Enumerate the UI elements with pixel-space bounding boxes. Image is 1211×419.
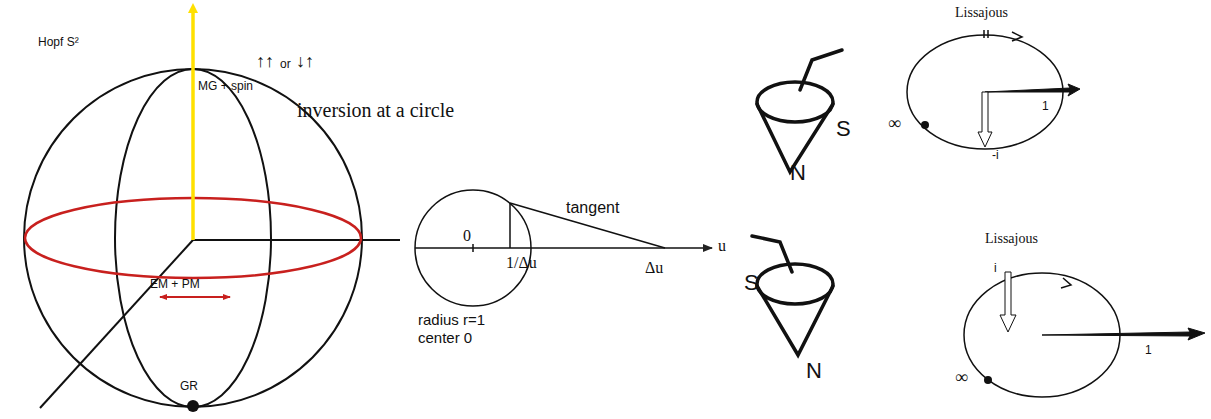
lissajous-figure (907, 30, 1205, 397)
pole-label: S (836, 118, 851, 140)
note-label: center 0 (418, 330, 472, 345)
value-label: i (994, 262, 997, 274)
line-label: tangent (566, 200, 619, 216)
value-label: 1 (1042, 100, 1049, 112)
figure-title: Lissajous (985, 232, 1038, 246)
hopf-sphere (24, 8, 400, 412)
value-label: -i (992, 149, 999, 161)
axis-label: GR (180, 380, 198, 392)
figure-title: Lissajous (955, 6, 1008, 20)
value-label: ∞ (888, 114, 901, 132)
point-label: Δu (645, 260, 663, 276)
point-label: 1/Δu (506, 255, 537, 271)
spin-symbol: ↑↑ (256, 52, 274, 70)
axis-label: u (718, 238, 726, 254)
value-label: ∞ (955, 368, 968, 386)
value-label: 1 (1145, 344, 1152, 356)
spin-top (752, 50, 842, 355)
axis-label: MG + spin (198, 80, 253, 92)
pole-label: N (790, 162, 806, 184)
spin-symbol: ↓↑ (296, 52, 314, 70)
heading-label: inversion at a circle (297, 100, 454, 120)
axis-label: EM + PM (150, 278, 200, 290)
inversion-figure (415, 190, 712, 306)
note-label: radius r=1 (418, 312, 485, 327)
pole-label: S (744, 272, 759, 294)
point-label: 0 (463, 228, 471, 244)
title-label: Hopf S² (38, 36, 79, 48)
axis-label: or (280, 58, 291, 70)
pole-label: N (806, 360, 822, 382)
